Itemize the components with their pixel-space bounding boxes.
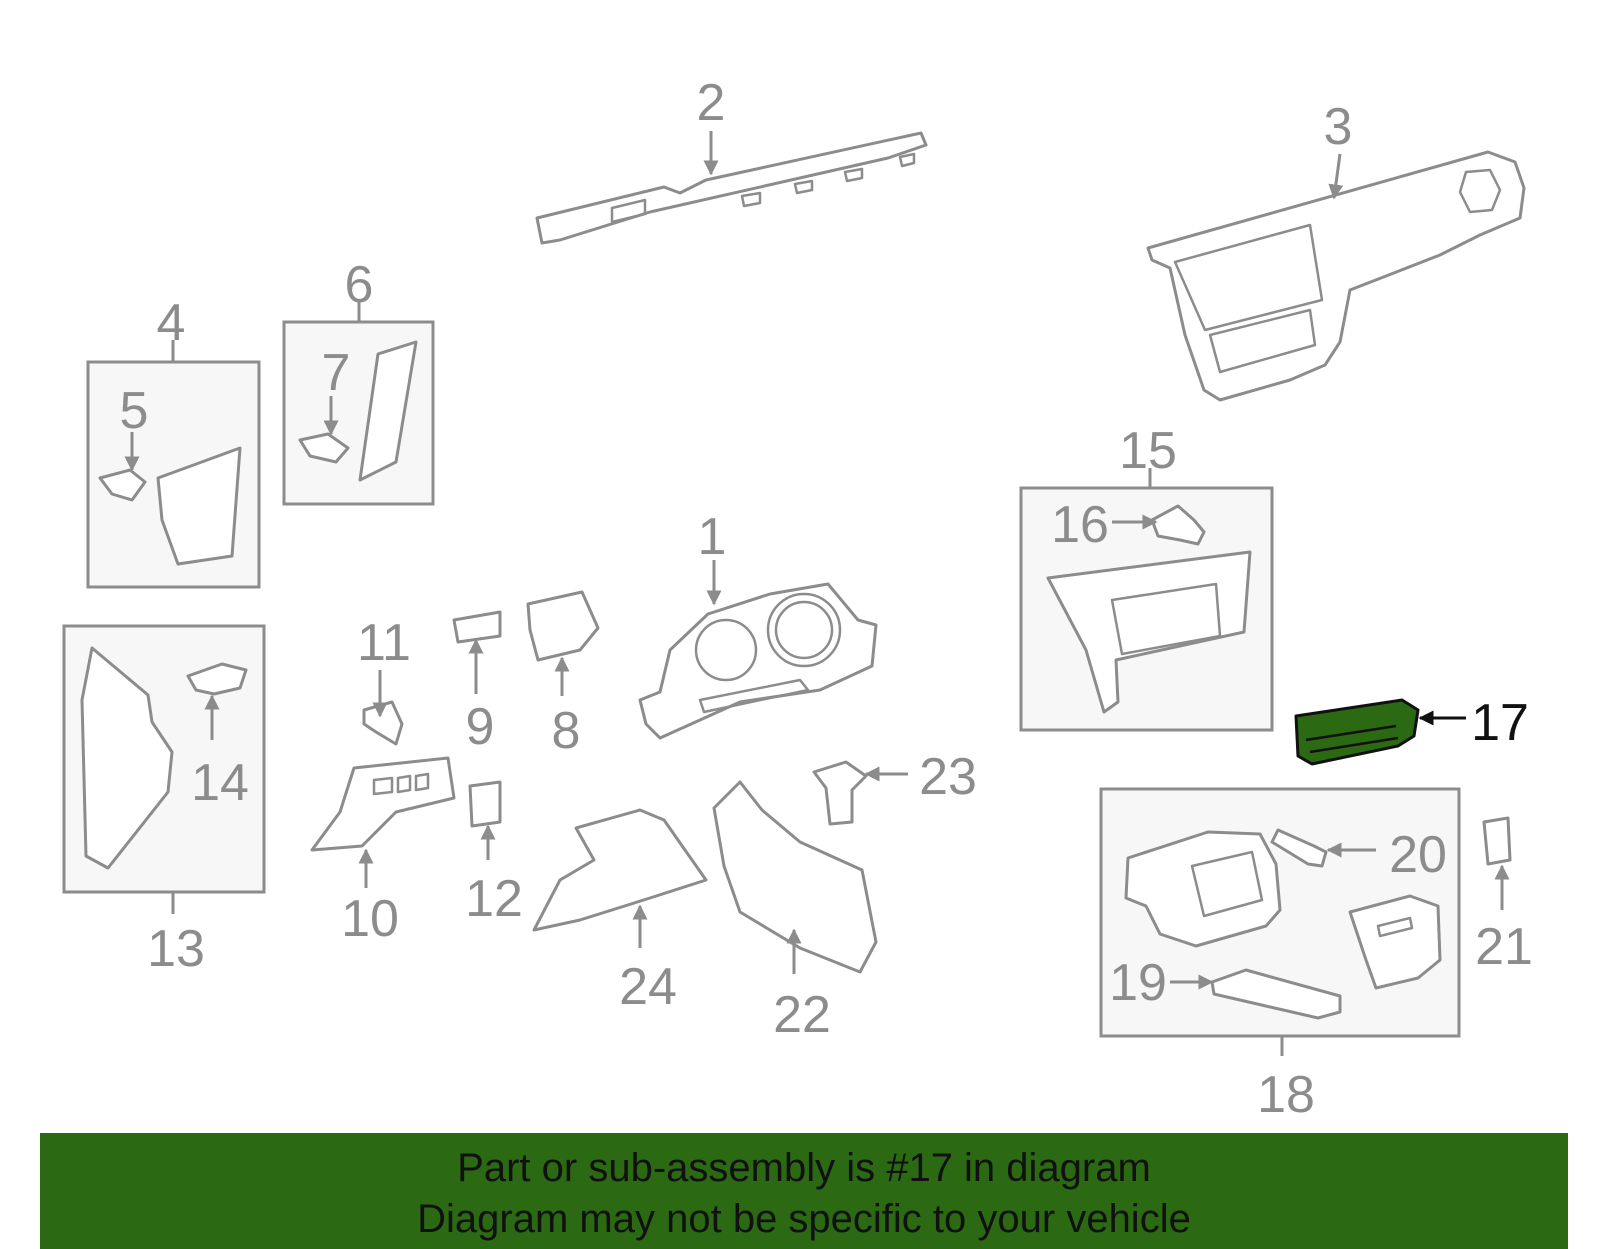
part-2-rail[interactable] bbox=[535, 131, 928, 245]
part-6-pillar[interactable] bbox=[358, 340, 418, 482]
label-11: 11 bbox=[357, 614, 411, 672]
part-15-center-panel[interactable] bbox=[1046, 550, 1252, 714]
part-21-clip[interactable] bbox=[1482, 816, 1512, 866]
part-9-clip[interactable] bbox=[452, 610, 502, 644]
part-12-clip[interactable] bbox=[468, 780, 502, 828]
info-banner: Part or sub-assembly is #17 in diagram D… bbox=[40, 1133, 1568, 1249]
part-23-clip[interactable] bbox=[812, 760, 868, 826]
banner-line-2: Diagram may not be specific to your vehi… bbox=[417, 1197, 1191, 1241]
label-23: 23 bbox=[919, 748, 977, 806]
label-19: 19 bbox=[1109, 954, 1167, 1012]
label-18: 18 bbox=[1257, 1066, 1315, 1124]
part-7-clip[interactable] bbox=[298, 432, 350, 464]
part-19-plate[interactable] bbox=[1210, 968, 1342, 1020]
label-14: 14 bbox=[191, 754, 249, 812]
label-8: 8 bbox=[552, 702, 581, 760]
part-18-glove-box[interactable] bbox=[1124, 830, 1282, 948]
label-21: 21 bbox=[1475, 918, 1533, 976]
part-13-panel[interactable] bbox=[80, 646, 174, 870]
label-17: 17 bbox=[1471, 694, 1529, 752]
part-18-door[interactable] bbox=[1348, 894, 1442, 990]
label-24: 24 bbox=[619, 958, 677, 1016]
label-12: 12 bbox=[465, 870, 523, 928]
banner-line-1: Part or sub-assembly is #17 in diagram bbox=[457, 1146, 1151, 1190]
part-10-switch-base[interactable] bbox=[310, 756, 456, 852]
part-20-screw[interactable] bbox=[1270, 828, 1328, 868]
part-3-dash-panel[interactable] bbox=[1146, 150, 1526, 402]
part-11-clip[interactable] bbox=[362, 700, 404, 746]
part-22-side-panel[interactable] bbox=[712, 780, 878, 974]
part-17-highlighted[interactable] bbox=[1294, 698, 1420, 766]
label-10: 10 bbox=[341, 890, 399, 948]
label-2: 2 bbox=[697, 74, 726, 132]
label-6: 6 bbox=[345, 256, 374, 314]
part-4-trim[interactable] bbox=[156, 446, 242, 566]
part-24-lower-panel[interactable] bbox=[532, 808, 708, 932]
label-20: 20 bbox=[1389, 826, 1447, 884]
part-8-bracket[interactable] bbox=[526, 590, 600, 662]
label-22: 22 bbox=[773, 986, 831, 1044]
label-9: 9 bbox=[466, 698, 495, 756]
label-1: 1 bbox=[698, 508, 727, 566]
label-4: 4 bbox=[157, 294, 186, 352]
label-15: 15 bbox=[1119, 422, 1177, 480]
label-5: 5 bbox=[120, 382, 149, 440]
label-7: 7 bbox=[322, 344, 351, 402]
part-1-cluster-bezel[interactable] bbox=[638, 582, 878, 740]
part-14-clip[interactable] bbox=[186, 662, 248, 696]
label-13: 13 bbox=[147, 920, 205, 978]
leader-lines bbox=[124, 131, 1510, 1056]
part-16-clip[interactable] bbox=[1150, 504, 1206, 546]
label-3: 3 bbox=[1324, 98, 1353, 156]
label-16: 16 bbox=[1051, 496, 1109, 554]
